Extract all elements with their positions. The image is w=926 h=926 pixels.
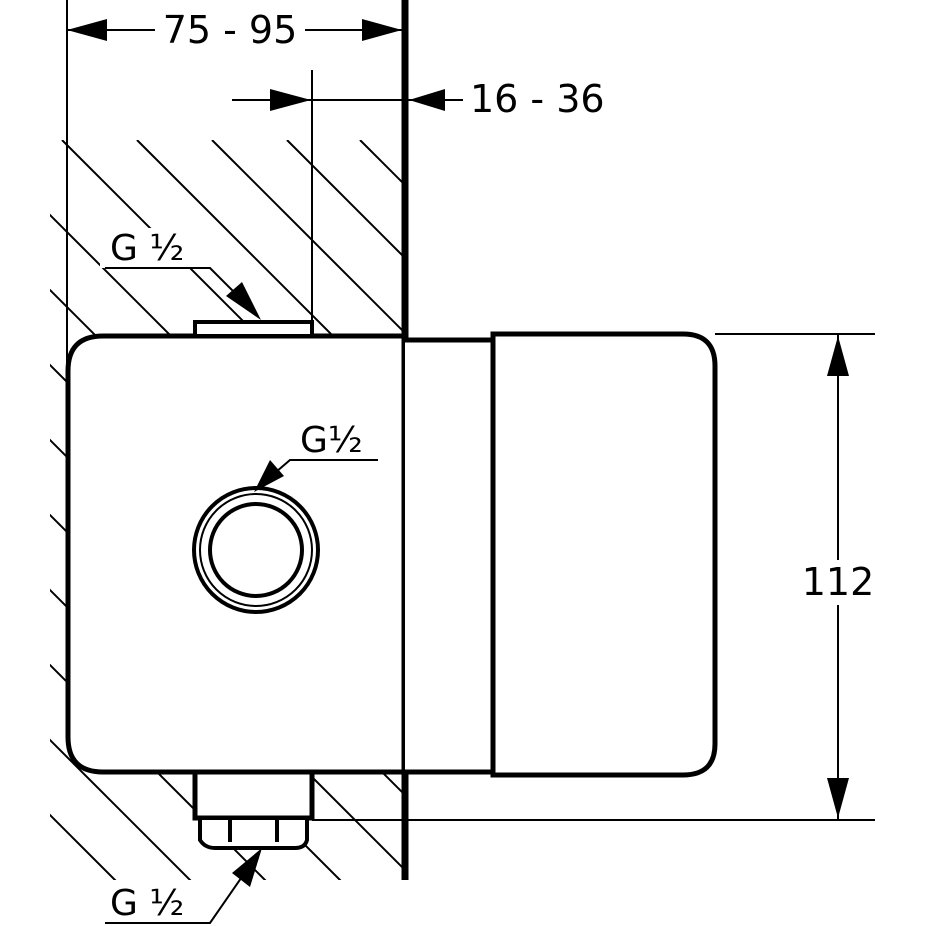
cover-cap bbox=[490, 331, 718, 778]
bottom-fitting bbox=[192, 769, 315, 821]
depth-dimension: 75 - 95 bbox=[67, 8, 405, 52]
bottom-connection-callout: G ½ bbox=[105, 848, 262, 924]
trim-plate bbox=[405, 337, 498, 775]
top-fitting bbox=[193, 320, 314, 338]
offset-dimension: 16 - 36 bbox=[232, 77, 605, 121]
front-connection-callout: G½ bbox=[254, 418, 378, 492]
offset-dimension-label: 16 - 36 bbox=[470, 77, 605, 121]
valve-body bbox=[65, 333, 405, 775]
depth-dimension-label: 75 - 95 bbox=[163, 8, 298, 52]
front-connection-label: G½ bbox=[300, 420, 363, 461]
height-dimension: 112 bbox=[802, 334, 875, 820]
bottom-connection-label: G ½ bbox=[110, 883, 184, 924]
height-dimension-label: 112 bbox=[802, 560, 875, 604]
bottom-nut bbox=[198, 816, 309, 850]
top-connection-label: G ½ bbox=[110, 228, 184, 269]
top-connection-callout: G ½ bbox=[105, 228, 261, 320]
